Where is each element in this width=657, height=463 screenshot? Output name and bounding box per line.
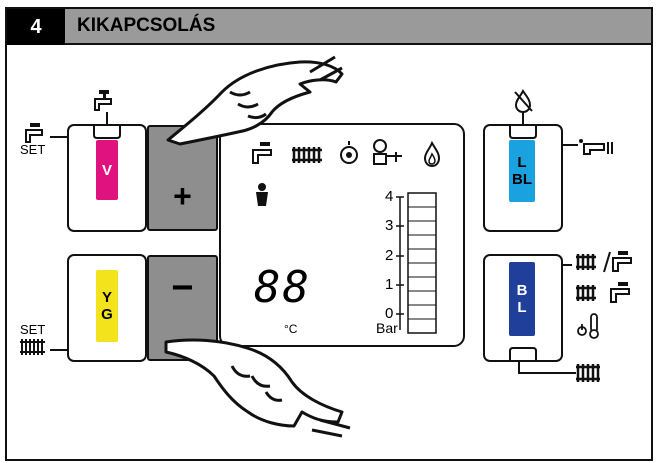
strip-letter: L (517, 154, 527, 171)
scale-label: 1 (385, 276, 394, 293)
strip-letter: B (516, 282, 528, 299)
strip-letter: L (517, 299, 527, 316)
radiator-tap-icon (576, 251, 632, 273)
section-title: KIKAPCSOLÁS (65, 9, 651, 45)
scale-label: 3 (385, 217, 394, 234)
radiator-icon (292, 147, 322, 163)
temp-unit: °C (284, 322, 298, 336)
service-icon (373, 139, 402, 165)
instruction-panel: 4 KIKAPCSOLÁS (5, 7, 653, 461)
pointing-hand-icon (164, 338, 351, 438)
section-number: 4 (7, 9, 65, 45)
lcd-display (219, 123, 465, 347)
person-icon (256, 183, 268, 206)
status-strip-v: V (96, 140, 118, 200)
strip-letter: BL (512, 171, 532, 188)
tap-icon (94, 90, 112, 111)
section-header: 4 KIKAPCSOLÁS (7, 9, 651, 45)
sun-lamp-icon (340, 141, 358, 164)
status-strip-l-bl: L BL (509, 140, 535, 202)
strip-letter: Y (101, 289, 112, 306)
status-strip-yg: Y G (96, 270, 118, 342)
pointing-hand-icon (166, 55, 344, 146)
tap-icon (252, 142, 272, 164)
scale-label: 2 (385, 247, 394, 264)
pointing-hand-icon (579, 139, 613, 155)
scale-label: 0 (385, 305, 394, 322)
strip-letter: V (101, 161, 112, 179)
pressure-bar-graph (396, 192, 437, 334)
flame-icon (423, 140, 441, 168)
scale-label: 4 (385, 188, 394, 205)
strip-letter: G (101, 306, 113, 323)
tap-icon (25, 123, 43, 143)
lcd-digits: 88 (254, 262, 311, 313)
thermostat-icon (577, 313, 599, 339)
set-label: SET (20, 142, 46, 157)
radiator-icon (20, 339, 45, 355)
flame-off-icon (514, 89, 533, 114)
set-label: SET (20, 322, 46, 337)
radiator-tap-icon (576, 282, 630, 303)
status-strip-b-l: B L (509, 262, 535, 336)
pressure-unit: Bar (376, 320, 398, 336)
radiator-icon (576, 364, 600, 382)
